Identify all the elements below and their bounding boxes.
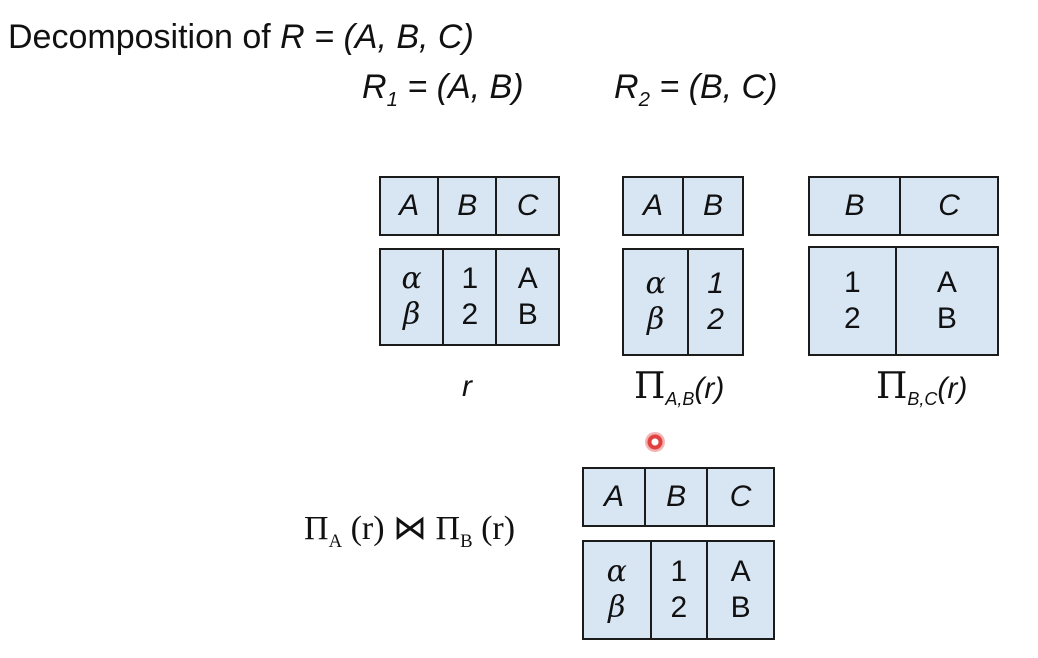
relation-pi-ab-header: A B [622, 176, 744, 236]
projection-symbol: Π [304, 510, 329, 547]
cell-value: 1 [670, 555, 688, 588]
cell-value: 1 [707, 267, 724, 300]
title-prefix: Decomposition of [8, 18, 281, 56]
projection-attributes: A,B [665, 389, 695, 409]
projection-symbol: Π [876, 366, 908, 407]
cell-value: α [606, 554, 627, 589]
cell-value: B [517, 298, 538, 331]
cell-value: β [646, 302, 665, 337]
projection-argument: (r) [937, 372, 968, 405]
projection-argument: (r) [342, 510, 394, 547]
relation-r-header: A B C [378, 176, 560, 236]
pointer-dot [645, 432, 665, 452]
r1-schema: = (A, B) [397, 68, 524, 106]
cell-value: α [401, 261, 422, 296]
cell-value: B [936, 302, 957, 335]
projection-symbol: Π [634, 366, 666, 407]
header-cell: A [581, 467, 647, 527]
cell-value: α [645, 266, 666, 301]
relation-pi-bc-header: B C [807, 176, 999, 236]
relation-join-header: A B C [581, 467, 775, 527]
header-cell: B [437, 176, 498, 236]
cell-value: B [730, 591, 751, 624]
r2-schema: = (B, C) [649, 68, 778, 106]
r2-definition: R2 = (B, C) [614, 68, 777, 112]
relation-pi-ab-caption: ΠA,B(r) [634, 366, 724, 410]
r1-definition: R1 = (A, B) [362, 68, 524, 112]
join-expression: ΠA (r) ⋈ ΠB (r) [304, 508, 515, 553]
projection-attributes: B [460, 530, 473, 552]
cell-value: 2 [844, 302, 861, 335]
natural-join-symbol: ⋈ [393, 510, 428, 547]
header-cell: A [622, 176, 684, 236]
cell-value: 2 [707, 303, 724, 336]
header-cell: B [682, 176, 744, 236]
header-cell: C [706, 467, 775, 527]
cell-value: A [517, 262, 538, 295]
cell-value: 2 [461, 298, 479, 331]
projection-attributes: B,C [907, 389, 938, 409]
relation-r-caption: r [462, 370, 472, 403]
cell-value: A [730, 555, 751, 588]
cell-value: A [936, 266, 957, 299]
cell-value: 1 [844, 266, 861, 299]
cell-value: 2 [670, 591, 688, 624]
header-cell: A [378, 176, 440, 236]
header-cell: C [899, 176, 999, 236]
cell-value: β [608, 590, 626, 625]
header-cell: B [644, 467, 709, 527]
cell-value: 1 [461, 262, 479, 295]
header-cell: B [807, 176, 902, 236]
projection-symbol: Π [427, 510, 461, 547]
cell-value: β [402, 297, 421, 332]
projection-argument: (r) [694, 372, 725, 405]
projection-argument: (r) [472, 510, 516, 547]
r2-name: R [614, 68, 639, 106]
r1-subscript: 1 [386, 88, 398, 111]
title-schema: R = (A, B, C) [280, 18, 474, 56]
r1-name: R [362, 68, 387, 106]
relation-pi-bc-caption: ΠB,C(r) [876, 366, 967, 410]
r2-subscript: 2 [638, 88, 650, 111]
header-cell: C [495, 176, 560, 236]
decomposition-title: Decomposition of R = (A, B, C) [8, 18, 474, 57]
projection-attributes: A [328, 530, 343, 552]
